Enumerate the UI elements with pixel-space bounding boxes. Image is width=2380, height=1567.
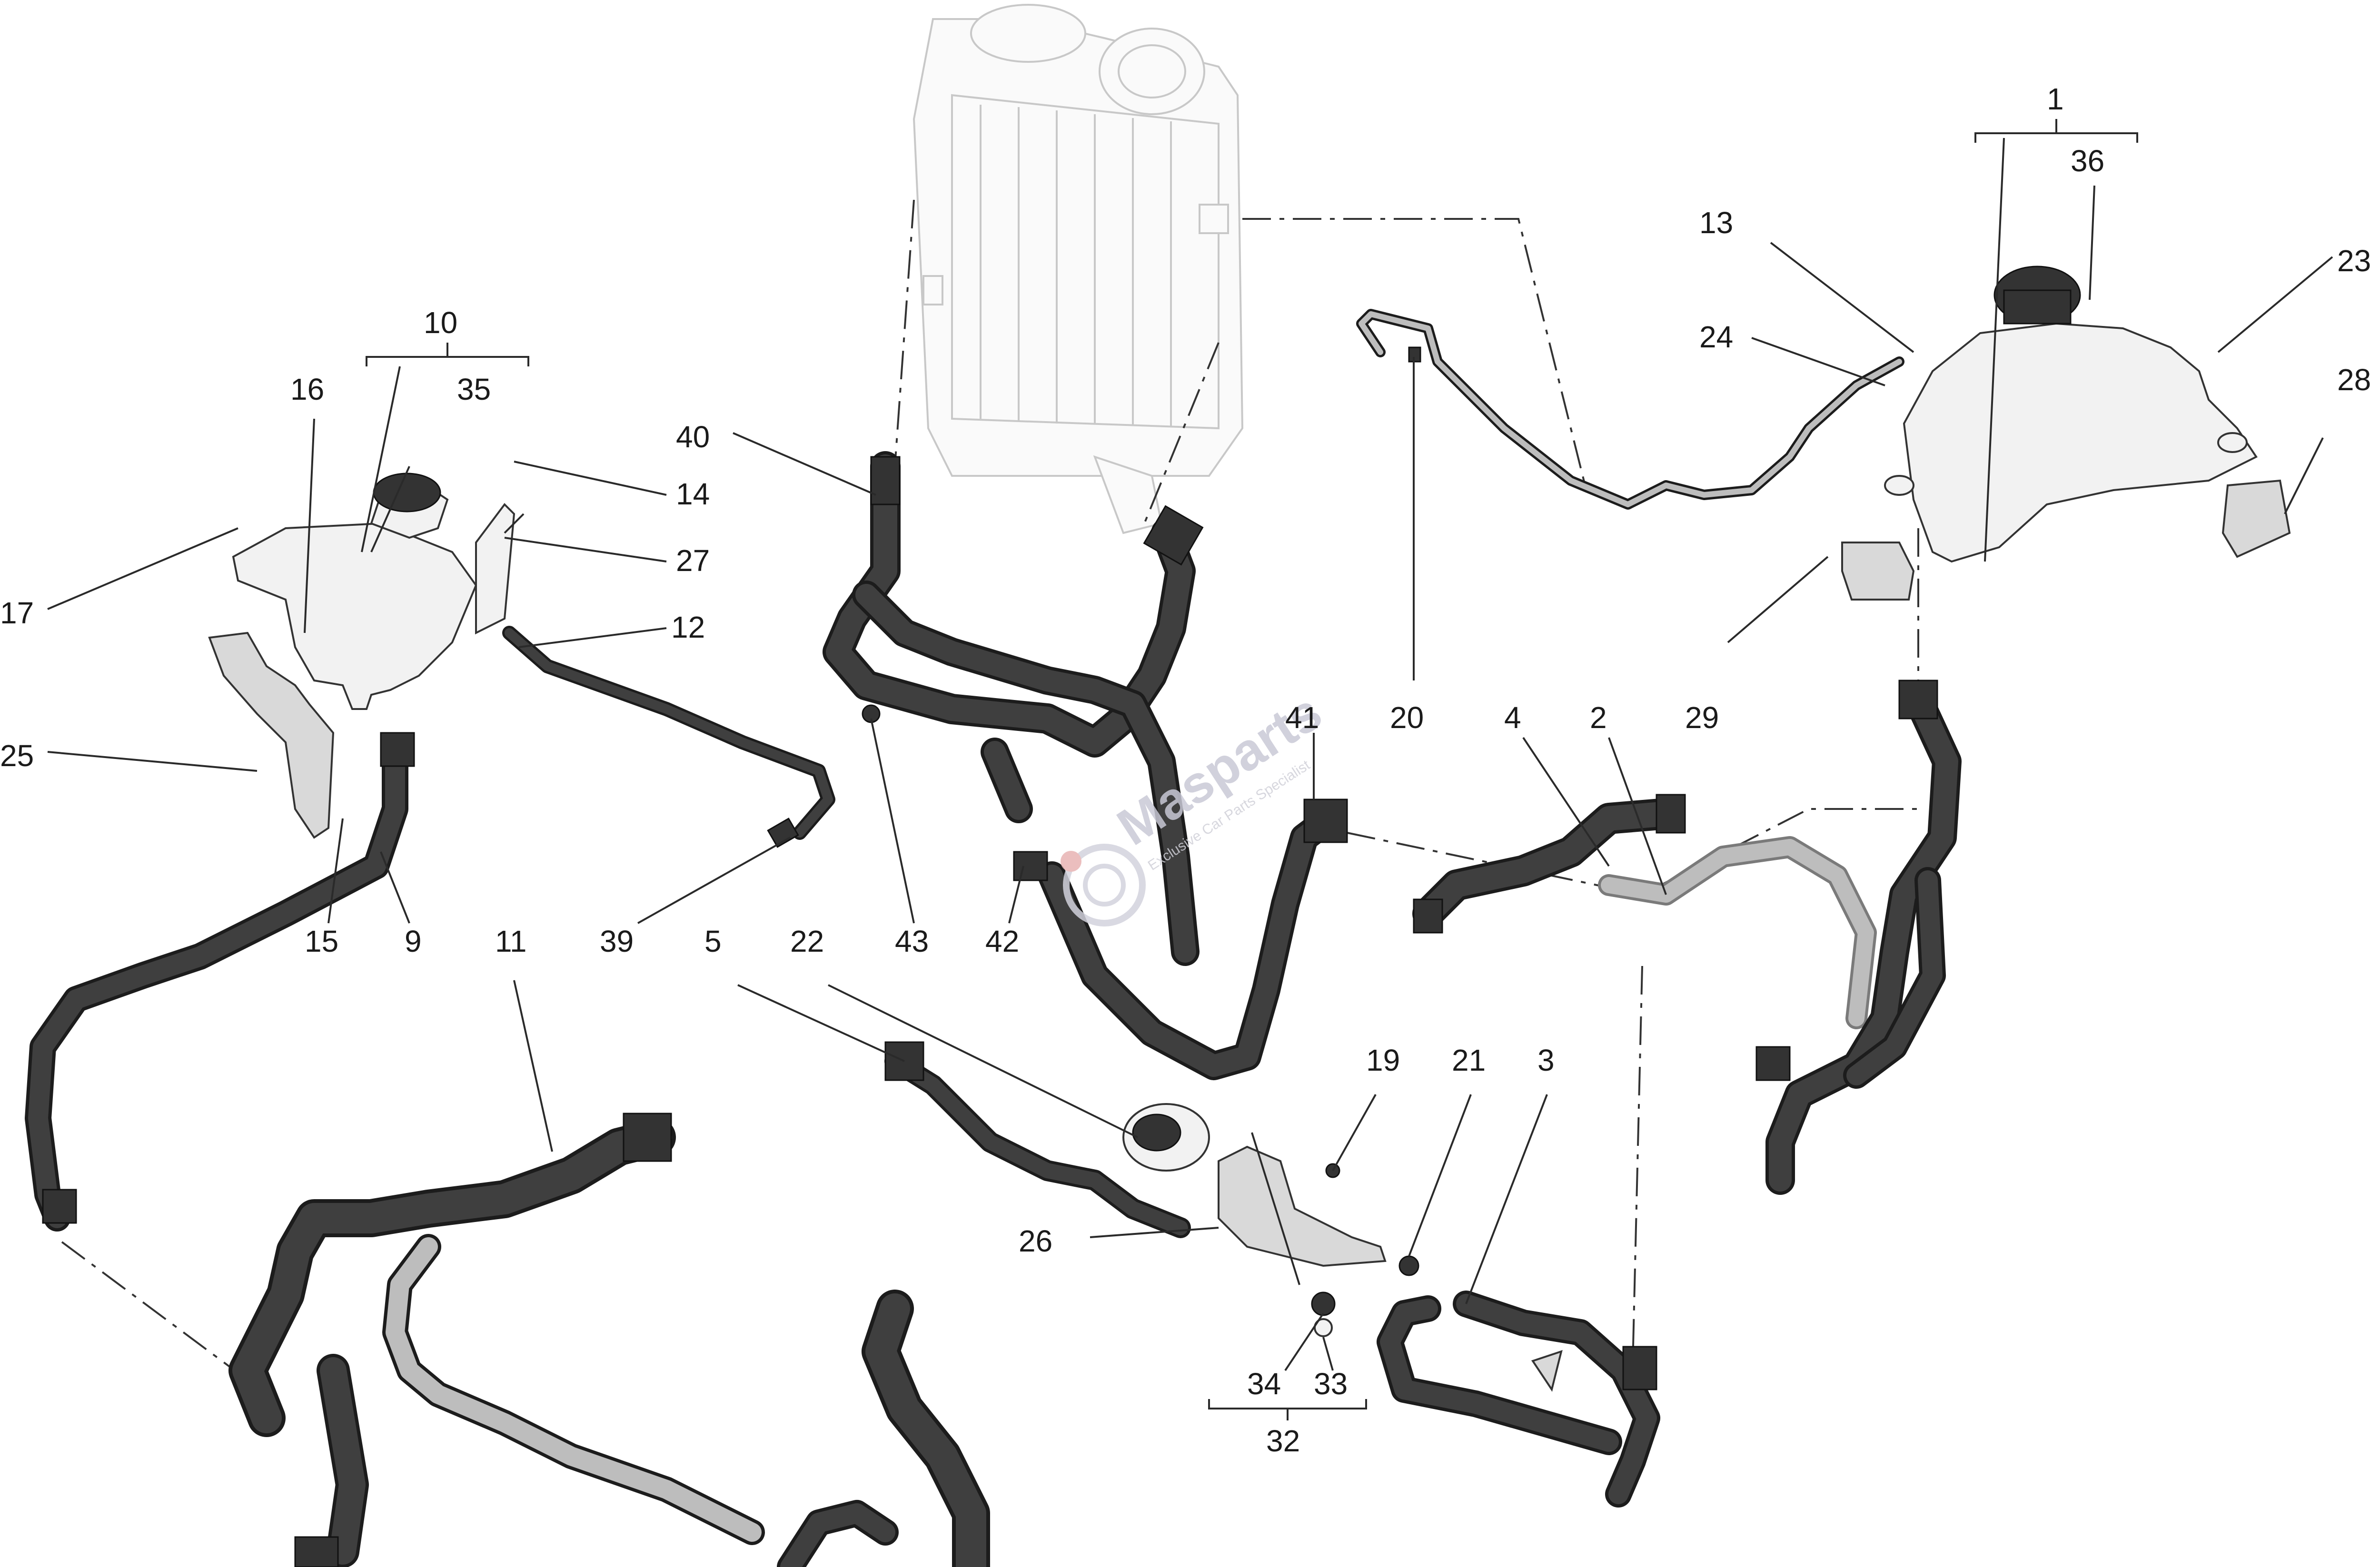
callout-1: 1: [2047, 82, 2064, 116]
callout-20: 20: [1390, 700, 1424, 735]
callout-39: 39: [600, 924, 634, 958]
callout-10: 10: [424, 306, 457, 340]
callout-17: 17: [0, 596, 34, 630]
intercooler-ghost: [912, 4, 1244, 534]
callout-9: 9: [405, 924, 422, 958]
hose-11-lower: [228, 1113, 990, 1567]
callout-14: 14: [676, 477, 710, 511]
callouts: 1 2 3 4 5 9 10 11 12 13 14 15 16 17 19 2…: [0, 82, 2371, 1458]
hoses-right: [1412, 680, 1962, 1195]
callout-11: 11: [495, 924, 526, 958]
hose-5-pump-22: [884, 1041, 1419, 1337]
callout-43: 43: [895, 924, 929, 958]
callout-35: 35: [457, 372, 491, 406]
callout-12: 12: [671, 610, 705, 644]
assembly-lines: [61, 199, 1919, 1381]
callout-27: 27: [676, 543, 710, 578]
callout-13: 13: [1699, 206, 1733, 240]
callout-16: 16: [290, 372, 324, 406]
callout-36: 36: [2071, 144, 2104, 178]
leader-lines: [47, 138, 2333, 1371]
callout-32: 32: [1266, 1424, 1300, 1458]
callout-25: 25: [0, 739, 34, 773]
callout-22: 22: [790, 924, 824, 958]
callout-26: 26: [1019, 1224, 1052, 1258]
callout-23: 23: [2337, 244, 2371, 278]
callout-28: 28: [2337, 363, 2371, 397]
callout-3: 3: [1537, 1043, 1555, 1077]
group-braces: [366, 119, 2138, 1420]
right-expansion-tank: [1841, 266, 2291, 601]
callout-5: 5: [704, 924, 722, 958]
hose-40-assembly: [823, 451, 1348, 1080]
callout-33: 33: [1314, 1367, 1348, 1401]
left-expansion-tank: [208, 473, 516, 839]
callout-34: 34: [1247, 1367, 1281, 1401]
hose-12: [502, 626, 835, 848]
callout-24: 24: [1699, 320, 1733, 354]
callout-2: 2: [1590, 700, 1607, 735]
callout-19: 19: [1366, 1043, 1400, 1077]
hose-3: [1377, 1291, 1660, 1508]
callout-41: 41: [1285, 700, 1319, 735]
callout-4: 4: [1504, 700, 1521, 735]
pipe-20: [1356, 309, 1904, 510]
callout-40: 40: [676, 420, 710, 454]
callout-15: 15: [305, 924, 338, 958]
callout-29: 29: [1685, 700, 1719, 735]
hose-9: [25, 732, 415, 1232]
callout-21: 21: [1452, 1043, 1486, 1077]
callout-42: 42: [985, 924, 1019, 958]
